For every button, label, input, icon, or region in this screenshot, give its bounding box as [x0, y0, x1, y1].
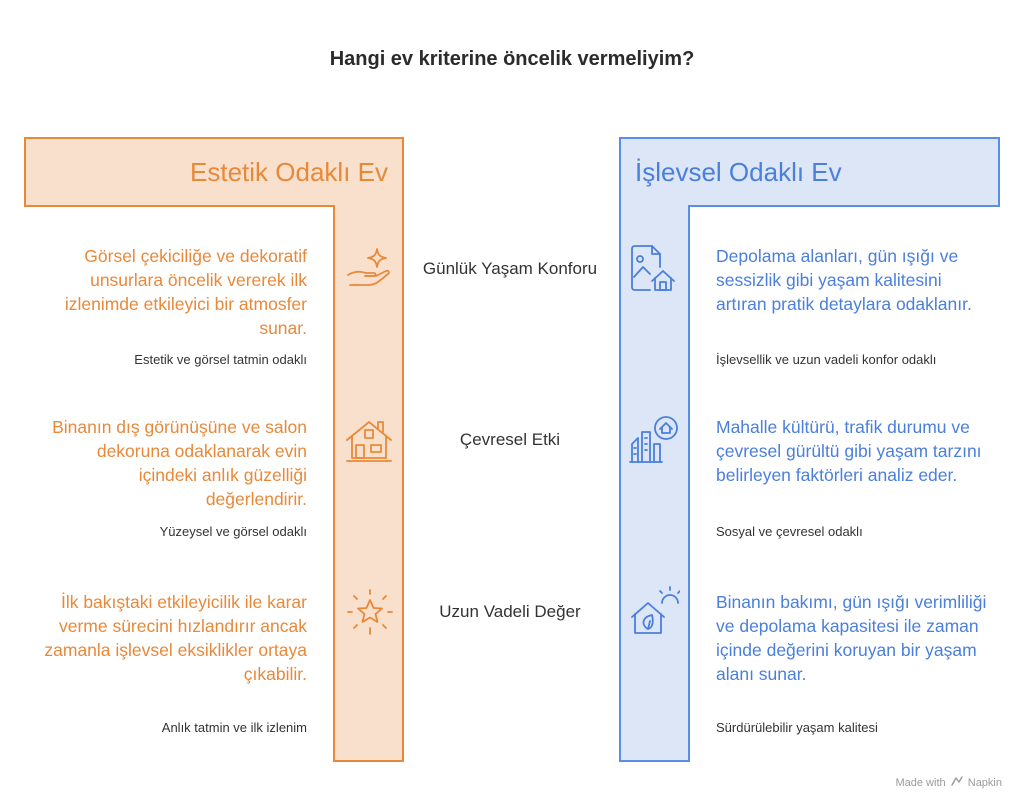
aesthetic-header-box: Estetik Odaklı Ev [24, 137, 404, 207]
functional-header-box: İşlevsel Odaklı Ev [619, 137, 1000, 207]
footer-text: Made with [895, 777, 946, 789]
aesthetic-bar [333, 205, 404, 762]
napkin-logo-icon [950, 776, 963, 786]
diagram-title: Hangi ev kriterine öncelik vermeliyim? [329, 48, 695, 70]
aesthetic-item-2-text: Binanın dış görünüşüne ve salon dekoruna… [52, 417, 307, 509]
star-icon [347, 589, 393, 635]
sparkle-hand-icon [347, 248, 390, 286]
functional-header: İşlevsel Odaklı Ev [635, 157, 842, 187]
criterion-long-term-value: Uzun Vadeli Değer [439, 602, 581, 621]
aesthetic-item-1-text: Görsel çekiciliğe ve dekoratif unsurlara… [64, 246, 307, 338]
functional-item-1-text: Depolama alanları, gün ışığı ve sessizli… [716, 246, 972, 314]
eco-house-sun-icon [631, 586, 680, 634]
aesthetic-item-3-text: İlk bakıştaki etkileyicilik ile karar ve… [44, 592, 307, 684]
footer-credit: Made with Napkin [895, 776, 1002, 789]
aesthetic-header: Estetik Odaklı Ev [190, 157, 388, 187]
home-picture-icon [631, 245, 675, 291]
criterion-environmental-impact: Çevresel Etki [459, 430, 561, 449]
footer-brand: Napkin [967, 777, 1002, 789]
functional-item-2-sub: Sosyal ve çevresel odaklı [716, 524, 863, 539]
functional-bar [619, 205, 690, 762]
aesthetic-item-1-sub: Estetik ve görsel tatmin odaklı [134, 352, 307, 367]
city-location-icon [629, 416, 678, 463]
aesthetic-item-3-sub: Anlık tatmin ve ilk izlenim [161, 720, 307, 735]
aesthetic-item-2-sub: Yüzeysel ve görsel odaklı [159, 524, 307, 539]
functional-item-2-text: Mahalle kültürü, trafik durumu ve çevres… [716, 417, 982, 485]
functional-item-3-sub: Sürdürülebilir yaşam kalitesi [716, 720, 878, 735]
functional-item-3-text: Binanın bakımı, gün ışığı verimliliği ve… [716, 592, 987, 684]
criterion-daily-comfort: Günlük Yaşam Konforu [422, 259, 598, 278]
house-icon [346, 421, 392, 462]
functional-item-1-sub: İşlevsellik ve uzun vadeli konfor odaklı [716, 352, 937, 367]
